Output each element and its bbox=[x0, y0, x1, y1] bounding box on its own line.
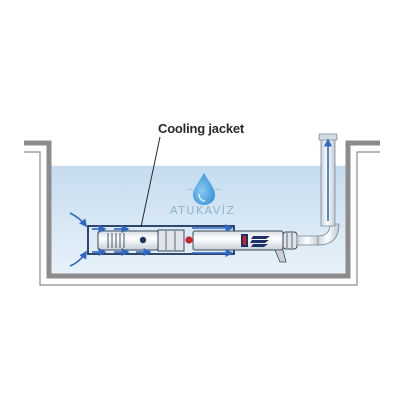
discharge-pipe bbox=[296, 133, 340, 246]
flow-arrows bbox=[92, 224, 234, 257]
callout-leader-line bbox=[140, 136, 161, 228]
water-inlet-left-top bbox=[69, 212, 87, 228]
water-drop-logo-icon bbox=[186, 173, 222, 205]
cooling-jacket-label: Cooling jacket bbox=[158, 121, 245, 136]
pump-motor bbox=[192, 230, 284, 251]
water-body bbox=[49, 165, 348, 275]
pump-intake bbox=[97, 230, 159, 251]
pump-foot bbox=[274, 249, 287, 263]
tank-wall bbox=[24, 140, 380, 279]
submersible-pump bbox=[97, 229, 298, 263]
watermark-text: ATUKAVİZ bbox=[170, 204, 236, 217]
intake-slots bbox=[107, 233, 125, 248]
pump-coupling bbox=[157, 229, 185, 252]
tank-wall-outer bbox=[24, 151, 380, 286]
motor-end-cap bbox=[282, 231, 298, 250]
brand-badge-red bbox=[185, 236, 193, 244]
pump-shaft-cap bbox=[139, 236, 147, 244]
water-inlet-left-bottom bbox=[69, 250, 87, 267]
brand-logo-icon bbox=[250, 236, 270, 247]
